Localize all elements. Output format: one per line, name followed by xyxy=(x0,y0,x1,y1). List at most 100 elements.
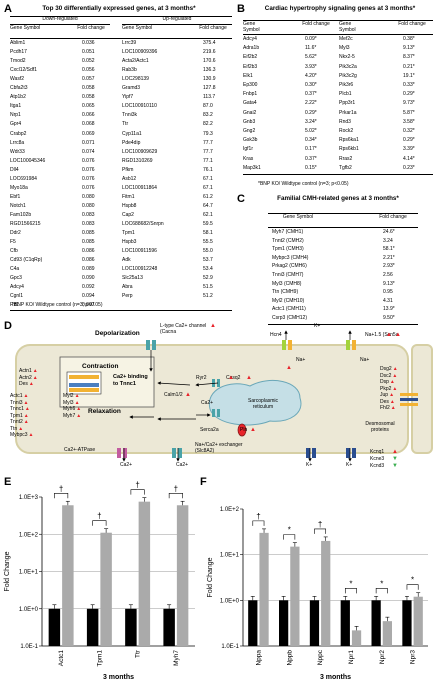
panel-d-letter: D xyxy=(4,320,12,332)
b-fold: 19.1* xyxy=(403,72,415,79)
ryr2-label: Ryr2 xyxy=(196,375,207,381)
down-fold: 0.086 xyxy=(82,248,95,255)
d-gene-name: Pkp2 xyxy=(380,385,392,392)
b-fold: 0.09* xyxy=(305,36,317,42)
x-tick-label: Actc1 xyxy=(58,650,65,667)
b-fold: 11.6* xyxy=(305,45,317,52)
up-fold: 77.1 xyxy=(203,157,213,164)
b-fold: 0.33* xyxy=(403,82,415,88)
b-fold: 3.39* xyxy=(403,146,415,153)
up-gene: Yipf7 xyxy=(122,94,134,101)
d-gene-name: Tnnc1 xyxy=(10,406,24,412)
bar xyxy=(48,608,61,646)
y-tick-label: 1.0E+1 xyxy=(220,553,240,559)
up-gene: RGD1310269 xyxy=(122,157,153,164)
y-tick-label: 1.0E+3 xyxy=(19,495,39,501)
down-gene: F5 xyxy=(10,239,16,246)
up-fold: 55.0 xyxy=(203,248,213,255)
d-gene: Tnnt2▲ xyxy=(10,419,29,425)
down-gene: Wdr33 xyxy=(10,148,25,155)
b-fold: 0.15* xyxy=(305,164,317,171)
kplus-bottom-label: K+ xyxy=(306,462,313,468)
b-fold: 4.20* xyxy=(305,72,317,79)
b-gene: Rps6kb1 xyxy=(339,146,359,153)
up-arrow-icon: ▲ xyxy=(390,405,396,411)
significance-bracket xyxy=(406,584,419,590)
scn5a-label: Na+1.5 (Scn5a xyxy=(365,332,399,338)
c-gene: Actc1 (CMH11) xyxy=(272,306,306,313)
b-fold: 3.58* xyxy=(403,118,415,125)
b-gene: Adcy4 xyxy=(243,36,257,42)
y-tick-label: 1.0E+1 xyxy=(19,570,39,576)
significance-mark: † xyxy=(135,481,139,490)
ltype-label: L-type Ca2+ channel (Cacna xyxy=(160,323,207,335)
b-gene: Ppp3r1 xyxy=(339,100,356,107)
up-gene: Lrrc39 xyxy=(122,40,137,46)
down-gene: LOC100045346 xyxy=(10,157,46,164)
up-fold: 53.4 xyxy=(203,266,213,273)
d-gene: Dsc2▲ xyxy=(380,373,397,379)
y-axis-label: Fold Change xyxy=(4,551,11,591)
up-gene: LOC100909629 xyxy=(122,148,158,155)
up-arrow-icon: ▲ xyxy=(32,374,38,381)
b-gene: Gata4 xyxy=(243,100,257,107)
up-fold: 58.1 xyxy=(203,230,213,237)
calm-label: Calm1/2 xyxy=(164,392,183,398)
down-gene: LOC691984 xyxy=(10,175,37,182)
up-gene: Tnni3k xyxy=(122,112,138,119)
col-fold: Fold change xyxy=(199,25,227,31)
down-gene: RGD1566215 xyxy=(10,221,41,227)
up-gene: Adk xyxy=(122,257,131,264)
up-gene: Asb12 xyxy=(122,175,137,182)
panel-a-title: Top 30 differentially expressed genes, a… xyxy=(42,5,196,12)
panel-b-title: Cardiac hypertrophy signaling genes at 3… xyxy=(264,5,416,12)
c-fold: 0.95 xyxy=(383,289,393,296)
c-gene: Tnni3 (CMH7) xyxy=(272,272,304,278)
serca-label: Serca2a xyxy=(200,427,219,433)
c-fold: 2.93* xyxy=(383,263,395,270)
bar xyxy=(138,501,151,646)
up-fold: 170.6 xyxy=(203,58,216,65)
down-gene: Atp1b2 xyxy=(10,94,26,101)
b-gene: Kras xyxy=(243,155,254,162)
b-fold: 4.14* xyxy=(403,155,415,162)
down-gene: Cd93 (C1qRp) xyxy=(10,257,43,264)
bar xyxy=(86,608,99,646)
b-gene: Rras2 xyxy=(339,155,353,162)
bar xyxy=(413,596,423,646)
bar xyxy=(382,621,392,646)
down-fold: 0.036 xyxy=(82,40,95,46)
c-gene: Csrp3 (CMH12) xyxy=(272,315,308,321)
d-gene: Des▲ xyxy=(380,399,395,405)
up-gene: Cyp11a1 xyxy=(122,130,142,137)
x-tick-label: Ttr xyxy=(135,649,142,658)
col-gene: Gene Symbol xyxy=(339,21,356,33)
up-arrow-icon: ▲ xyxy=(386,332,392,338)
kcn-gene: Kcne3 xyxy=(370,456,385,462)
b-fold: 0.29* xyxy=(403,137,415,144)
panel-c-letter: C xyxy=(237,193,245,205)
d-gene-name: Ttn xyxy=(10,425,18,432)
up-gene: Ttr xyxy=(122,121,129,128)
significance-bracket xyxy=(130,489,145,495)
up-arrow-icon: ▲ xyxy=(28,432,34,438)
x-tick-label: Npr1 xyxy=(348,650,355,664)
b-fold: 0.21* xyxy=(403,63,415,70)
down-fold: 0.085 xyxy=(82,230,95,237)
up-fold: 77.7 xyxy=(203,148,213,155)
up-gene: Hspb3 xyxy=(122,239,137,246)
down-fold: 0.051 xyxy=(82,49,95,56)
panel-c-title: Familial CMH-related genes at 3 months* xyxy=(277,195,399,202)
d-gene: Myl2▲ xyxy=(63,393,80,399)
desmosome-icon xyxy=(400,393,418,406)
b-gene: Elk1 xyxy=(243,72,253,79)
naplus-label-2: Na+ xyxy=(360,357,370,363)
b-gene: Adra1b xyxy=(243,45,260,52)
b-gene: Prkar1a xyxy=(339,109,357,116)
rule xyxy=(10,24,110,25)
d-gene: Jup▲ xyxy=(380,392,394,398)
b-gene: Gnb3 xyxy=(243,118,256,125)
significance-mark: † xyxy=(174,484,178,493)
